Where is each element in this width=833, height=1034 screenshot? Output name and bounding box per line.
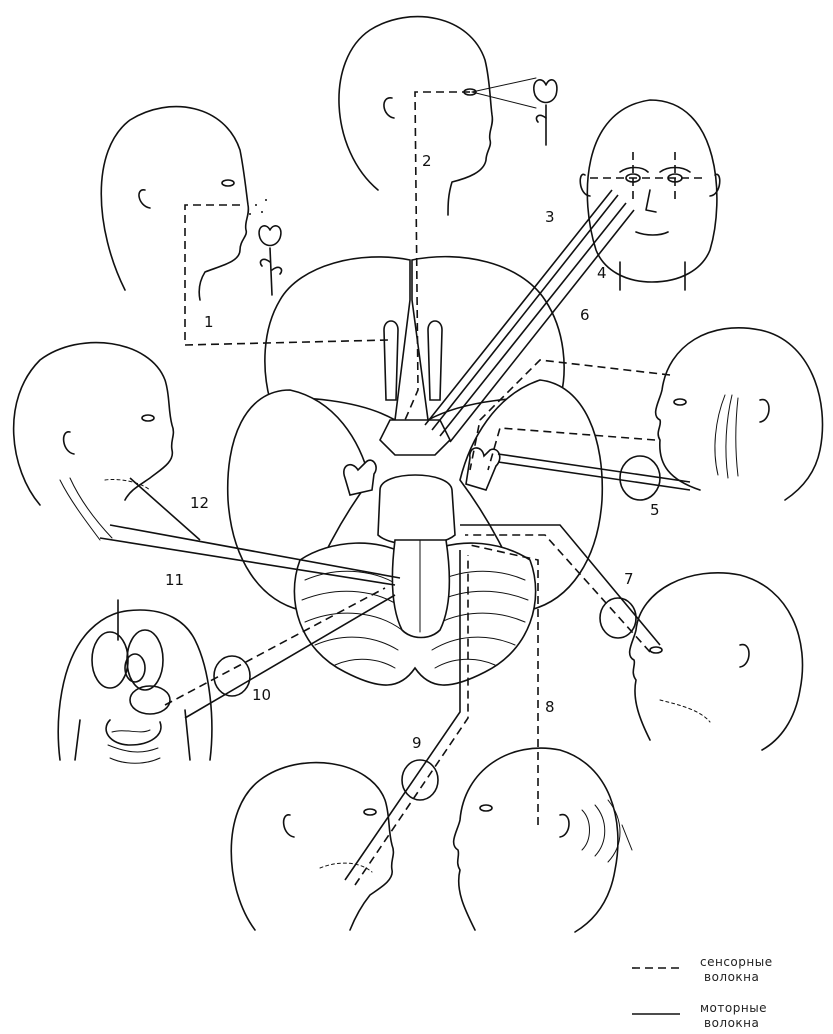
head-trigeminal <box>654 327 824 501</box>
pathway-9 <box>344 550 461 881</box>
medulla <box>391 539 451 639</box>
brain-base <box>226 255 604 686</box>
number-labels: 1 2 3 4 5 6 7 8 9 10 11 12 <box>165 152 660 752</box>
label-11: 11 <box>165 571 184 589</box>
pathway-11 <box>99 537 396 586</box>
pathway-5 <box>469 359 671 471</box>
legend-sensory-label-1: сенсорные <box>700 955 773 969</box>
left-olfactory-bulb <box>383 320 399 401</box>
right-olfactory-bulb <box>427 320 443 401</box>
legend-motor-label-2: волокна <box>704 1016 759 1030</box>
legend: сенсорные волокна моторные волокна <box>632 955 773 1030</box>
label-2: 2 <box>422 152 432 170</box>
pathway-3 <box>431 194 619 431</box>
label-7: 7 <box>624 570 634 588</box>
torso-vagus <box>57 599 213 764</box>
label-8: 8 <box>545 698 555 716</box>
head-facial <box>628 571 804 751</box>
head-glossopharyngeal <box>230 761 395 931</box>
head-eye-movement <box>579 99 721 291</box>
sound-waves-icon <box>581 799 633 863</box>
left-frontal-lobe <box>264 256 411 422</box>
legend-motor-label-1: моторные <box>700 1001 767 1015</box>
head-vision <box>338 15 558 216</box>
label-5: 5 <box>650 501 660 519</box>
pathway-7 <box>460 524 661 646</box>
pathway-12 <box>109 524 401 579</box>
pathway-6 <box>449 209 635 443</box>
head-accessory <box>12 341 175 541</box>
rose-icon <box>249 199 283 296</box>
label-1: 1 <box>204 313 214 331</box>
flower-icon <box>533 79 558 146</box>
pathway-1 <box>184 204 389 346</box>
pathway-10 <box>164 587 386 706</box>
legend-sensory-label-2: волокна <box>704 970 759 984</box>
label-4: 4 <box>597 264 607 282</box>
head-hearing <box>452 747 633 933</box>
left-nerve-stumps <box>343 459 377 496</box>
label-6: 6 <box>580 306 590 324</box>
head-smell <box>100 105 283 301</box>
pathway-4 <box>439 202 627 437</box>
pathway-2 <box>404 91 470 421</box>
pathway-8 <box>469 544 539 825</box>
pons <box>377 474 456 546</box>
nerve-pathways <box>99 91 705 886</box>
label-10: 10 <box>252 686 271 704</box>
label-12: 12 <box>190 494 209 512</box>
optic-chiasm <box>379 419 451 456</box>
label-9: 9 <box>412 734 422 752</box>
label-3: 3 <box>545 208 555 226</box>
